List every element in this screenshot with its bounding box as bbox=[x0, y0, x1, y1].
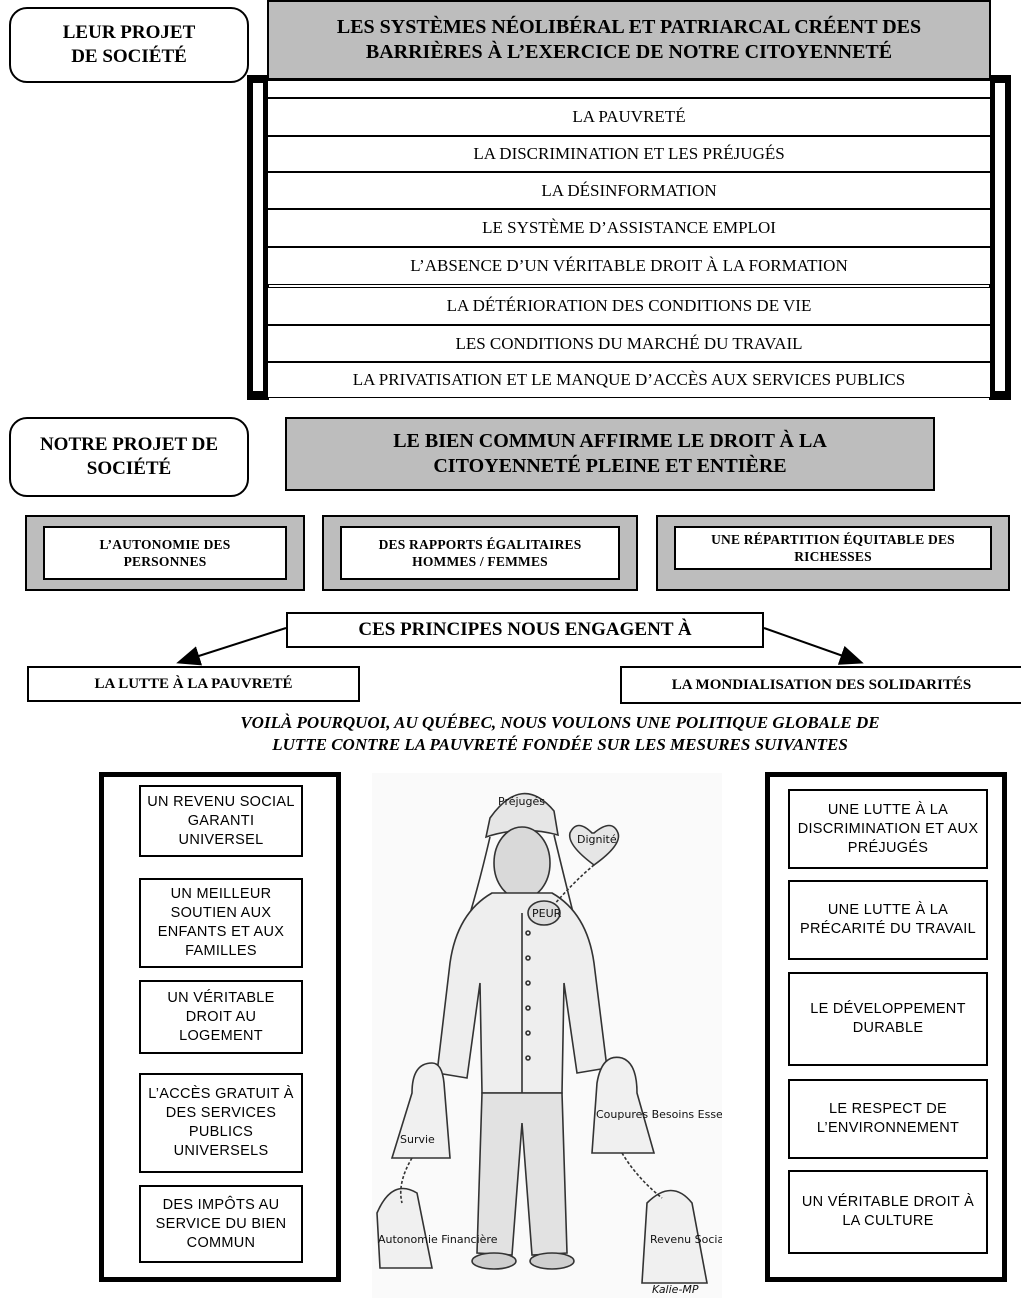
chest-label: PEUR bbox=[532, 907, 562, 920]
barrier-row: L’ABSENCE D’UN VÉRITABLE DROIT À LA FORM… bbox=[267, 247, 991, 285]
heart-label: Dignité bbox=[577, 833, 617, 846]
small-bag-right-shape bbox=[641, 1189, 708, 1284]
barrier-list: LA PAUVRETÉ LA DISCRIMINATION ET LES PRÉ… bbox=[267, 80, 991, 398]
mondialisation-box: LA MONDIALISATION DES SOLIDARITÉS bbox=[620, 666, 1021, 704]
measure-box: L’ACCÈS GRATUIT À DES SERVICES PUBLICS U… bbox=[139, 1073, 303, 1173]
barrier-row: LA DÉTÉRIORATION DES CONDITIONS DE VIE bbox=[267, 287, 991, 325]
voila-statement: VOILÀ POURQUOI, AU QUÉBEC, NOUS VOULONS … bbox=[100, 712, 1020, 756]
principle-box: DES RAPPORTS ÉGALITAIRES HOMMES / FEMMES bbox=[340, 526, 620, 580]
principle-box: UNE RÉPARTITION ÉQUITABLE DES RICHESSES bbox=[674, 526, 992, 570]
measure-text: UN MEILLEUR SOUTIEN AUX ENFANTS ET AUX F… bbox=[157, 886, 285, 959]
bien-commun-banner-text: LE BIEN COMMUN AFFIRME LE DROIT À LA CIT… bbox=[393, 430, 827, 477]
barrier-right-bar-notch bbox=[994, 82, 1006, 392]
pants-shape bbox=[476, 1092, 568, 1256]
measure-box: UNE LUTTE À LA PRÉCARITÉ DU TRAVAIL bbox=[788, 880, 988, 960]
barrier-row: LA PAUVRETÉ bbox=[267, 98, 991, 136]
measure-text: UNE LUTTE À LA PRÉCARITÉ DU TRAVAIL bbox=[799, 902, 976, 937]
face-shape bbox=[493, 826, 551, 900]
principle-text: UNE RÉPARTITION ÉQUITABLE DES RICHESSES bbox=[711, 532, 955, 564]
measure-text: L’ACCÈS GRATUIT À DES SERVICES PUBLICS U… bbox=[148, 1086, 294, 1159]
mondialisation-text: LA MONDIALISATION DES SOLIDARITÉS bbox=[671, 676, 972, 693]
small-bag-left-shape bbox=[376, 1187, 433, 1269]
bag-right-shape bbox=[591, 1056, 656, 1154]
principle-text: DES RAPPORTS ÉGALITAIRES HOMMES / FEMMES bbox=[378, 537, 582, 569]
measure-box: UN VÉRITABLE DROIT AU LOGEMENT bbox=[139, 980, 303, 1054]
hat-shape bbox=[484, 792, 559, 839]
principle-card: DES RAPPORTS ÉGALITAIRES HOMMES / FEMMES bbox=[322, 515, 638, 591]
barrieres-banner-text: LES SYSTÈMES NÉOLIBÉRAL ET PATRIARCAL CR… bbox=[336, 16, 922, 63]
barrier-text: LES CONDITIONS DU MARCHÉ DU TRAVAIL bbox=[455, 333, 803, 353]
hat-label: Préjugés bbox=[498, 795, 545, 808]
barrier-row: LA PRIVATISATION ET LE MANQUE D’ACCÈS AU… bbox=[267, 362, 991, 398]
engagement-box: CES PRINCIPES NOUS ENGAGENT À bbox=[286, 612, 764, 648]
measure-text: DES IMPÔTS AU SERVICE DU BIEN COMMUN bbox=[155, 1196, 287, 1251]
barrier-row: LA DISCRIMINATION ET LES PRÉJUGÉS bbox=[267, 136, 991, 172]
barrier-row: LA DÉSINFORMATION bbox=[267, 172, 991, 209]
measures-right-column: UNE LUTTE À LA DISCRIMINATION ET AUX PRÉ… bbox=[765, 772, 1007, 1282]
notre-projet-label: NOTRE PROJET DE SOCIÉTÉ bbox=[9, 417, 249, 497]
principle-card: L’AUTONOMIE DES PERSONNES bbox=[25, 515, 305, 591]
measure-box: DES IMPÔTS AU SERVICE DU BIEN COMMUN bbox=[139, 1185, 303, 1263]
barrier-text: LA DÉTÉRIORATION DES CONDITIONS DE VIE bbox=[446, 296, 812, 315]
measure-text: LE DÉVELOPPEMENT DURABLE bbox=[810, 1001, 966, 1036]
measures-left-column: UN REVENU SOCIAL GARANTI UNIVERSEL UN ME… bbox=[99, 772, 341, 1282]
measure-box: UNE LUTTE À LA DISCRIMINATION ET AUX PRÉ… bbox=[788, 789, 988, 869]
measure-box: UN REVENU SOCIAL GARANTI UNIVERSEL bbox=[139, 785, 303, 857]
notre-projet-label-text: NOTRE PROJET DE SOCIÉTÉ bbox=[39, 434, 219, 479]
measure-text: UN VÉRITABLE DROIT AU LOGEMENT bbox=[167, 989, 275, 1044]
bag-left-shape bbox=[390, 1062, 451, 1159]
arrow-left bbox=[176, 627, 287, 666]
principle-box: L’AUTONOMIE DES PERSONNES bbox=[43, 526, 287, 580]
barrier-text: LA DISCRIMINATION ET LES PRÉJUGÉS bbox=[473, 144, 785, 163]
barrier-text: LA PRIVATISATION ET LE MANQUE D’ACCÈS AU… bbox=[352, 370, 906, 389]
measure-text: UNE LUTTE À LA DISCRIMINATION ET AUX PRÉ… bbox=[797, 801, 979, 856]
barrieres-banner: LES SYSTÈMES NÉOLIBÉRAL ET PATRIARCAL CR… bbox=[267, 0, 991, 80]
barrier-spacer bbox=[267, 80, 991, 98]
woman-sketch-illustration: Préjugés Dignité PEUR Survie Coupures Be… bbox=[372, 773, 722, 1298]
barrier-row: LE SYSTÈME D’ASSISTANCE EMPLOI bbox=[267, 209, 991, 247]
artist-signature: Kalie-MP bbox=[652, 1283, 699, 1296]
barrier-text: LE SYSTÈME D’ASSISTANCE EMPLOI bbox=[482, 218, 776, 237]
engagement-title: CES PRINCIPES NOUS ENGAGENT À bbox=[358, 619, 692, 640]
measure-box: UN MEILLEUR SOUTIEN AUX ENFANTS ET AUX F… bbox=[139, 878, 303, 968]
measure-box: LE DÉVELOPPEMENT DURABLE bbox=[788, 972, 988, 1066]
leur-projet-label-text: LEUR PROJET DE SOCIÉTÉ bbox=[62, 22, 196, 67]
lutte-pauvrete-box: LA LUTTE À LA PAUVRETÉ bbox=[27, 666, 360, 702]
voila-line-1: VOILÀ POURQUOI, AU QUÉBEC, NOUS VOULONS … bbox=[240, 713, 880, 732]
barrier-row: LES CONDITIONS DU MARCHÉ DU TRAVAIL bbox=[267, 325, 991, 362]
bag-left-label: Survie bbox=[400, 1133, 435, 1146]
arrow-right bbox=[763, 627, 864, 665]
principle-card: UNE RÉPARTITION ÉQUITABLE DES RICHESSES bbox=[656, 515, 1010, 591]
principle-text: L’AUTONOMIE DES PERSONNES bbox=[99, 537, 231, 569]
bien-commun-banner: LE BIEN COMMUN AFFIRME LE DROIT À LA CIT… bbox=[285, 417, 935, 491]
measure-box: LE RESPECT DE L’ENVIRONNEMENT bbox=[788, 1079, 988, 1159]
small-bag-right-label: Revenu Social Garanti bbox=[650, 1233, 722, 1246]
measure-text: UN VÉRITABLE DROIT À LA CULTURE bbox=[801, 1194, 975, 1229]
barrier-text: L’ABSENCE D’UN VÉRITABLE DROIT À LA FORM… bbox=[410, 256, 848, 275]
lutte-pauvrete-text: LA LUTTE À LA PAUVRETÉ bbox=[94, 675, 293, 692]
measure-text: UN REVENU SOCIAL GARANTI UNIVERSEL bbox=[147, 793, 295, 848]
measure-text: LE RESPECT DE L’ENVIRONNEMENT bbox=[816, 1101, 960, 1136]
small-bag-left-label: Autonomie Financière bbox=[378, 1233, 498, 1246]
measure-box: UN VÉRITABLE DROIT À LA CULTURE bbox=[788, 1170, 988, 1254]
voila-line-2: LUTTE CONTRE LA PAUVRETÉ FONDÉE SUR LES … bbox=[272, 735, 848, 754]
barrier-left-bar-notch bbox=[252, 82, 264, 392]
heart-shape bbox=[568, 824, 620, 866]
bag-right-label: Coupures Besoins Essentiels bbox=[596, 1108, 722, 1121]
leur-projet-label: LEUR PROJET DE SOCIÉTÉ bbox=[9, 7, 249, 83]
barrier-text: LA DÉSINFORMATION bbox=[541, 180, 717, 200]
barrier-text: LA PAUVRETÉ bbox=[572, 107, 686, 126]
